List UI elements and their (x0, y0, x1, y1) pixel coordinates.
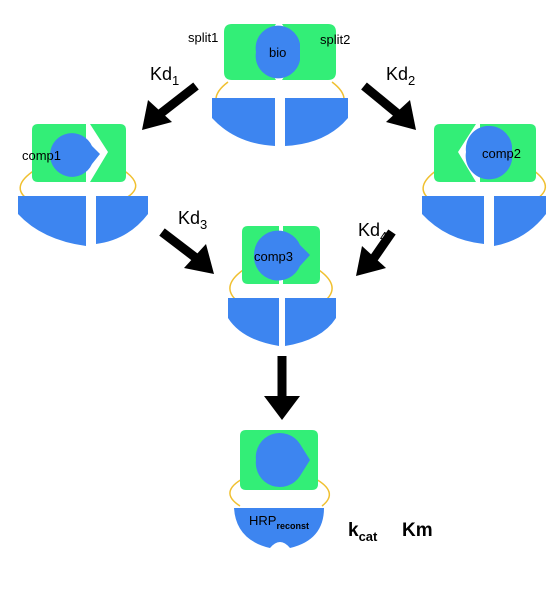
reconst-arrow (264, 356, 300, 420)
split2-hrp-half (285, 98, 348, 146)
comp1-hrp-left (18, 196, 86, 246)
comp3-hrp-right (285, 298, 336, 346)
kd1-label: Kd1 (150, 64, 179, 88)
comp3-label: comp3 (254, 249, 293, 264)
hrp-reconst-ligand (255, 432, 310, 488)
bio-ligand (255, 25, 300, 79)
split1-hrp-half (212, 98, 275, 146)
kd2-label: Kd2 (386, 64, 415, 88)
kd4-label: Kd4 (358, 220, 387, 244)
comp1-hrp-right (96, 196, 148, 244)
split1-label: split1 (188, 30, 218, 45)
comp2-label: comp2 (482, 146, 521, 161)
kd1-arrow (142, 82, 199, 130)
comp3-complex: comp3 (228, 226, 336, 346)
comp2-ligand (465, 125, 512, 180)
kcat-label: kcat (348, 520, 378, 544)
top-complex: bio split1 split2 (188, 24, 350, 146)
comp2-complex: comp2 (422, 124, 547, 246)
comp3-hrp-left (228, 298, 279, 346)
comp2-green-left (434, 124, 476, 182)
split2-label: split2 (320, 32, 350, 47)
comp2-hrp-right (494, 196, 546, 246)
comp1-label: comp1 (22, 148, 61, 163)
comp1-green-right (90, 124, 126, 182)
comp1-ligand (49, 133, 100, 177)
kd4-arrow (356, 229, 396, 276)
km-label: Km (402, 520, 433, 541)
kd2-arrow (361, 82, 416, 130)
kd3-label: Kd3 (178, 208, 207, 232)
hrp-label: HRPreconst (249, 513, 309, 531)
comp1-complex: comp1 (18, 124, 148, 246)
bio-label: bio (269, 45, 286, 60)
kd3-arrow (159, 228, 214, 274)
comp2-hrp-left (422, 196, 484, 244)
hrp-reconst-complex: HRPreconst (229, 430, 331, 548)
comp3-ligand (253, 230, 310, 281)
hrp-reconst-body (234, 508, 324, 548)
